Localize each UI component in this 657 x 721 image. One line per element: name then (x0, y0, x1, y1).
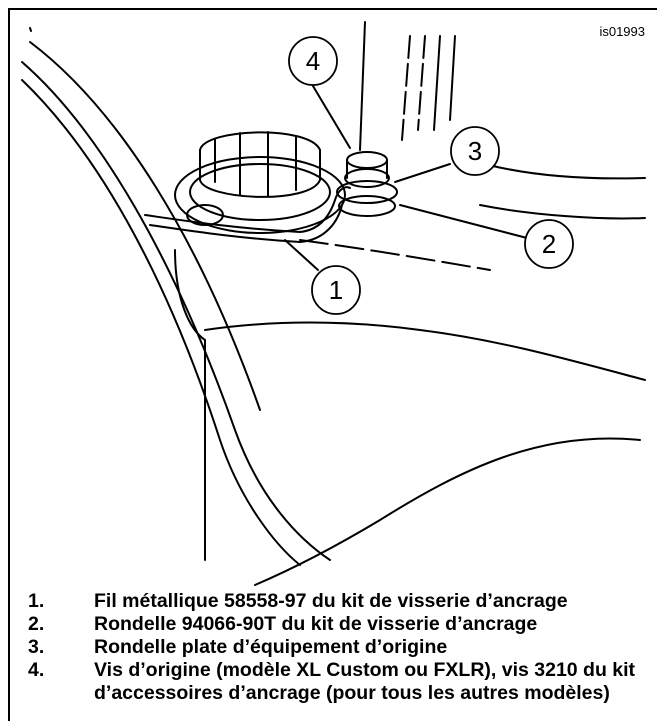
legend-number: 3. (28, 636, 45, 658)
legend-item: 2. Rondelle 94066-90T du kit de visserie… (28, 613, 648, 636)
callout-1: 1 (329, 275, 343, 305)
legend-text: Rondelle plate d’équipement d’origine (94, 636, 448, 658)
hardware-illustration: 4 3 2 1 (21, 21, 646, 586)
legend-item: 3. Rondelle plate d’équipement d’origine (28, 636, 648, 659)
callout-3: 3 (468, 136, 482, 166)
legend-number: 2. (28, 613, 45, 635)
frame-border-top (8, 8, 657, 10)
frame-border-left (8, 8, 10, 721)
callout-2: 2 (542, 229, 556, 259)
legend-text: Fil métallique 58558-97 du kit de visser… (94, 590, 568, 612)
legend-text: Rondelle 94066-90T du kit de visserie d’… (94, 613, 538, 635)
legend-item: 4. Vis d’origine (modèle XL Custom ou FX… (28, 659, 648, 705)
legend-text: Vis d’origine (modèle XL Custom ou FXLR)… (94, 659, 636, 704)
legend-list: 1. Fil métallique 58558-97 du kit de vis… (28, 590, 648, 705)
legend-number: 4. (28, 659, 45, 681)
figure-id: is01993 (599, 24, 645, 39)
callout-4: 4 (306, 46, 320, 76)
legend-item: 1. Fil métallique 58558-97 du kit de vis… (28, 590, 648, 613)
legend-number: 1. (28, 590, 45, 612)
